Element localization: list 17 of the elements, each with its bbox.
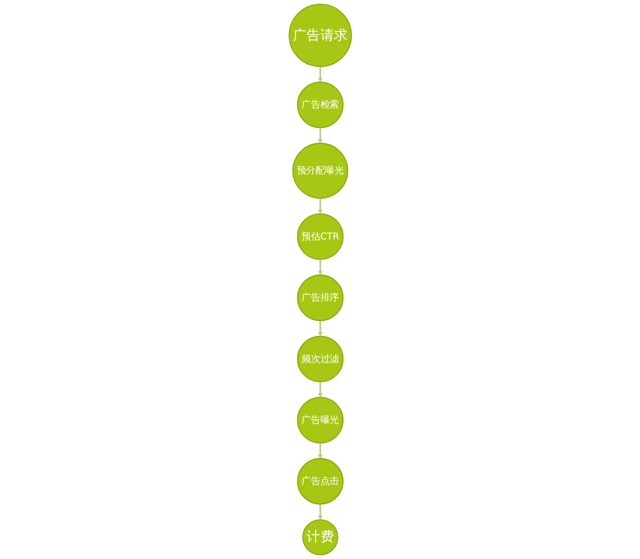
arrow <box>318 320 322 336</box>
arrow <box>318 442 322 459</box>
node-circle: 广告检索 <box>296 82 344 128</box>
arrow <box>318 504 322 520</box>
arrow <box>318 259 322 276</box>
node-circle: 广告曝光 <box>296 396 344 444</box>
node-circle: 广告请求 <box>288 4 352 67</box>
node-circle: 广告排序 <box>296 274 344 322</box>
node-circle: 广告点击 <box>296 458 344 505</box>
node-circle: 频次过滤 <box>296 336 344 382</box>
node-circle: 预估CTR <box>296 213 344 260</box>
arrow <box>318 198 322 214</box>
arrow <box>318 382 322 398</box>
node-circle: 预分配曝光 <box>292 142 348 199</box>
arrow <box>318 128 322 144</box>
arrow <box>318 66 322 82</box>
node-circle: 计费 <box>302 519 338 556</box>
